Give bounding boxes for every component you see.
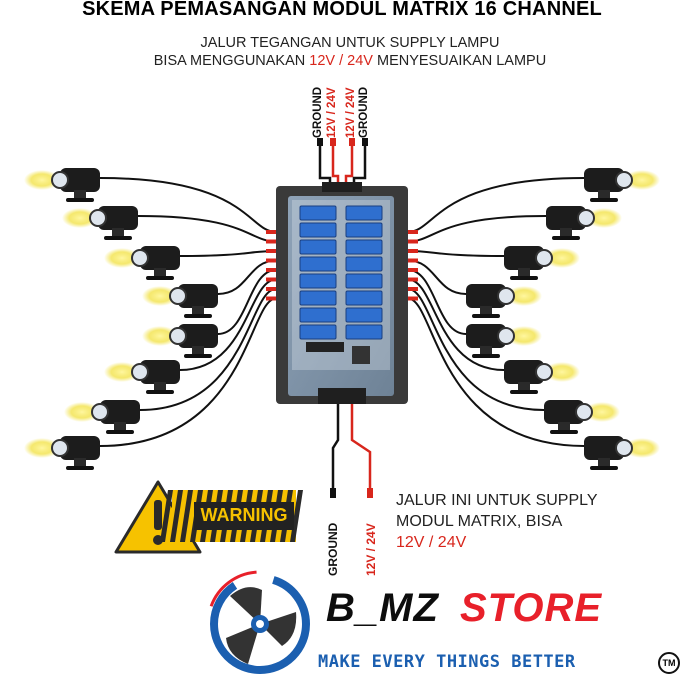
spotlight-lamp-icon xyxy=(104,360,180,394)
lamp-wire xyxy=(179,278,277,371)
relay-icon xyxy=(345,222,383,238)
relay-icon xyxy=(299,222,337,238)
spotlight-lamp-icon xyxy=(64,400,140,434)
spotlight-lamp-icon xyxy=(546,206,622,240)
trademark-icon: TM xyxy=(658,652,680,674)
relay-icon xyxy=(345,324,383,340)
warning-sign xyxy=(114,480,303,554)
terminal-pin xyxy=(266,258,276,263)
spotlight-lamp-icon xyxy=(104,246,180,280)
lamp-wire xyxy=(407,278,505,371)
relay-icon xyxy=(345,239,383,255)
bottom-note: JALUR INI UNTUK SUPPLY MODUL MATRIX, BIS… xyxy=(396,490,598,553)
spotlight-lamp-icon xyxy=(466,324,542,358)
lamp-wire xyxy=(137,215,277,243)
relay-icon xyxy=(299,239,337,255)
relay-icon xyxy=(345,307,383,323)
top-note-voltage: 12V / 24V xyxy=(309,53,373,69)
hazard-stripe xyxy=(170,490,183,542)
terminal-pin xyxy=(408,258,418,263)
top-voltage-2-label: 12V / 24V xyxy=(345,87,357,138)
relay-icon xyxy=(299,290,337,306)
logo-name-part2: STORE xyxy=(460,586,603,630)
terminal-pin xyxy=(266,268,276,272)
terminal-pin xyxy=(266,287,276,291)
terminal-pin xyxy=(266,296,276,301)
relay-icon xyxy=(345,256,383,272)
terminal-pin xyxy=(408,296,418,301)
spotlight-lamp-icon xyxy=(466,284,542,318)
terminal-pin xyxy=(408,277,418,282)
lamp-wire xyxy=(139,288,277,411)
lamp-wire xyxy=(407,297,585,447)
relay-icon xyxy=(299,273,337,289)
spotlight-lamp-icon xyxy=(544,400,620,434)
spotlight-lamp-icon xyxy=(24,436,100,470)
terminal-pin xyxy=(266,230,276,234)
top-ground-right-label: GROUND xyxy=(358,86,370,138)
spotlight-lamp-icon xyxy=(142,324,218,358)
spotlight-lamp-icon xyxy=(504,360,580,394)
spotlight-lamp-icon xyxy=(24,168,100,202)
bottom-note-line1: JALUR INI UNTUK SUPPLY xyxy=(396,492,598,509)
top-ground-left-label: GROUND xyxy=(312,86,324,138)
logo-name-part1: B_MZ xyxy=(326,586,439,630)
lamp-wire xyxy=(407,269,467,335)
top-note-line2: BISA MENGGUNAKAN 12V / 24V MENYESUAIKAN … xyxy=(120,52,580,70)
page-title: SKEMA PEMASANGAN MODUL MATRIX 16 CHANNEL xyxy=(82,0,602,20)
terminal-pin xyxy=(408,287,418,291)
terminal-pin xyxy=(408,268,418,272)
relay-icon xyxy=(299,205,337,221)
top-note-line1: JALUR TEGANGAN UNTUK SUPPLY LAMPU xyxy=(200,35,500,51)
top-note: JALUR TEGANGAN UNTUK SUPPLY LAMPU BISA M… xyxy=(120,34,580,70)
bottom-note-line3: 12V / 24V xyxy=(396,534,467,551)
logo-tagline: MAKE EVERY THINGS BETTER xyxy=(318,652,576,672)
terminal-pin xyxy=(266,277,276,282)
spotlight-lamp-icon xyxy=(62,206,138,240)
lamp-wire xyxy=(99,297,277,447)
terminal-pin xyxy=(266,239,276,244)
relay-icon xyxy=(299,256,337,272)
spotlight-lamp-icon xyxy=(584,436,660,470)
top-voltage-1-label: 12V / 24V xyxy=(326,87,338,138)
terminal-pin xyxy=(266,249,276,253)
relay-icon xyxy=(299,307,337,323)
lamp-wire xyxy=(99,177,277,233)
relay-icon xyxy=(345,273,383,289)
spotlight-lamp-icon xyxy=(584,168,660,202)
lamp-wire xyxy=(407,250,505,257)
spotlight-lamp-icon xyxy=(142,284,218,318)
lamp-wire xyxy=(179,250,277,257)
bottom-note-line2: MODUL MATRIX, BISA xyxy=(396,513,563,530)
relay-icon xyxy=(299,324,337,340)
fan-logo-icon xyxy=(206,570,314,678)
relay-module-icon xyxy=(276,182,408,404)
top-note-text: BISA MENGGUNAKAN xyxy=(153,53,310,69)
lamp-wire xyxy=(407,288,545,411)
spotlight-lamp-icon xyxy=(504,246,580,280)
relay-icon xyxy=(345,290,383,306)
bottom-supply-wires xyxy=(330,404,373,498)
bottom-voltage-label: 12V / 24V xyxy=(364,523,378,576)
hazard-stripe xyxy=(160,490,173,542)
top-note-text-end: MENYESUAIKAN LAMPU xyxy=(372,53,547,69)
lamp-wire xyxy=(407,177,585,233)
warning-label: WARNING xyxy=(200,505,288,525)
lamp-wire xyxy=(407,215,547,243)
terminal-pin xyxy=(408,239,418,244)
bottom-ground-label: GROUND xyxy=(326,522,340,576)
terminal-pin xyxy=(408,230,418,234)
hazard-stripe xyxy=(180,490,193,542)
relay-icon xyxy=(345,205,383,221)
lamp-wire xyxy=(217,269,277,335)
terminal-pin xyxy=(408,249,418,253)
